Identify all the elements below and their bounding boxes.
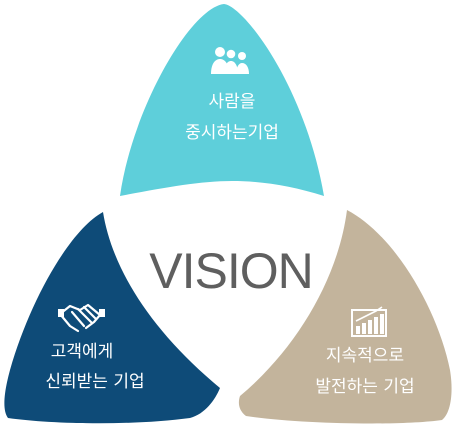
people-icon [211,47,249,74]
petal-left-line2: 신뢰받는 기업 [45,372,144,392]
petal-top: 사람을 중시하는기업 [120,4,324,196]
petal-right-shape [238,210,452,424]
petal-top-line1: 사람을 [209,92,256,112]
petal-top-shape [120,4,324,196]
petal-top-line2: 중시하는기업 [185,123,279,143]
petal-right-line1: 지속적으로 [326,346,404,366]
petal-left-shape [4,212,220,424]
petal-left: 고객에게 신뢰받는 기업 [4,212,220,424]
petal-right-line2: 발전하는 기업 [315,377,414,397]
handshake-icon [58,303,105,333]
petal-left-line1: 고객에게 [51,342,114,362]
chart-icon [351,306,387,337]
petal-right: 지속적으로 발전하는 기업 [238,210,452,424]
center-title: VISION [149,243,312,299]
